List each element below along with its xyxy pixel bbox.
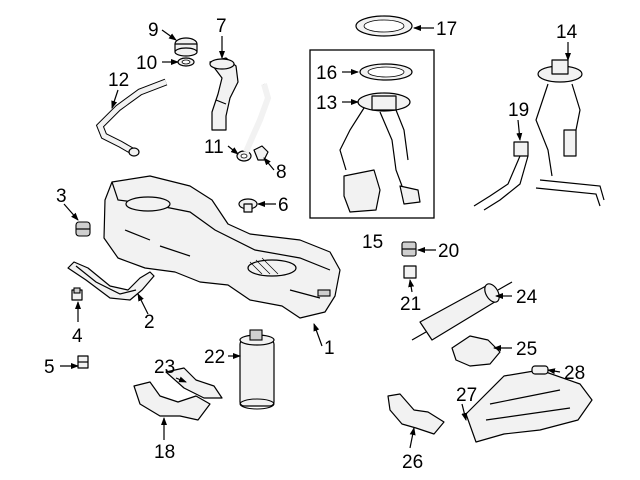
callout-20: 20 — [438, 241, 459, 262]
gasket-ring-part — [177, 57, 195, 67]
callout-3: 3 — [56, 186, 67, 207]
callout-27: 27 — [456, 385, 477, 406]
fuel-tank-part — [103, 175, 341, 319]
hose-clamp-part — [236, 150, 252, 162]
callout-24: 24 — [516, 287, 538, 308]
fuel-pump-module-part — [339, 92, 421, 213]
callout-8: 8 — [276, 162, 287, 183]
callout-11: 11 — [204, 137, 224, 158]
bushing-part — [75, 221, 91, 237]
callout-12: 12 — [108, 70, 129, 91]
fuel-sender-part — [535, 59, 583, 177]
filter-clamp-part — [451, 335, 501, 367]
fuel-cap-part — [174, 37, 198, 57]
canister-part — [239, 329, 275, 410]
callout-18: 18 — [154, 442, 175, 463]
strap-bolt-part — [71, 287, 83, 301]
callout-17: 17 — [436, 19, 457, 40]
callout-23: 23 — [154, 357, 175, 378]
sensor-harness-part — [473, 141, 605, 211]
hose-part — [531, 365, 549, 375]
callout-1: 1 — [324, 338, 335, 359]
callout-13: 13 — [316, 93, 337, 114]
callout-21: 21 — [400, 294, 421, 315]
callout-labels: 1 2 3 4 5 6 7 8 9 10 11 12 13 14 15 16 1… — [44, 16, 585, 473]
pump-assembly-box — [309, 49, 435, 219]
grommet-part — [238, 198, 258, 213]
lock-ring-part — [355, 15, 413, 37]
callout-28: 28 — [564, 363, 585, 384]
tank-strap-part — [67, 261, 155, 301]
callout-22: 22 — [204, 347, 225, 368]
callout-9: 9 — [148, 20, 159, 41]
callout-5: 5 — [44, 357, 55, 378]
callout-25: 25 — [516, 339, 537, 360]
vent-hose-part — [243, 83, 272, 154]
callout-6: 6 — [278, 195, 289, 216]
bolt-part — [77, 355, 89, 369]
heat-shield-part — [465, 369, 593, 443]
callout-26: 26 — [402, 452, 423, 473]
callout-15: 15 — [362, 232, 383, 253]
leader-lines — [60, 25, 571, 449]
vent-line-part — [95, 78, 168, 157]
grommet-20-part — [401, 241, 417, 257]
mount-bracket-part — [387, 393, 445, 435]
seal-ring-part — [359, 63, 413, 81]
filler-neck-part — [209, 57, 239, 131]
callout-7: 7 — [216, 16, 227, 37]
bracket-part — [133, 381, 211, 421]
clip-part — [253, 145, 269, 161]
bracket-clip-part — [165, 367, 223, 399]
callout-10: 10 — [136, 53, 157, 74]
callout-16: 16 — [316, 63, 337, 84]
callout-14: 14 — [556, 22, 578, 43]
callout-19: 19 — [508, 100, 529, 121]
callout-4: 4 — [72, 326, 83, 347]
nut-part — [403, 265, 417, 279]
callout-2: 2 — [144, 312, 155, 333]
fuel-filter-part — [411, 281, 513, 341]
